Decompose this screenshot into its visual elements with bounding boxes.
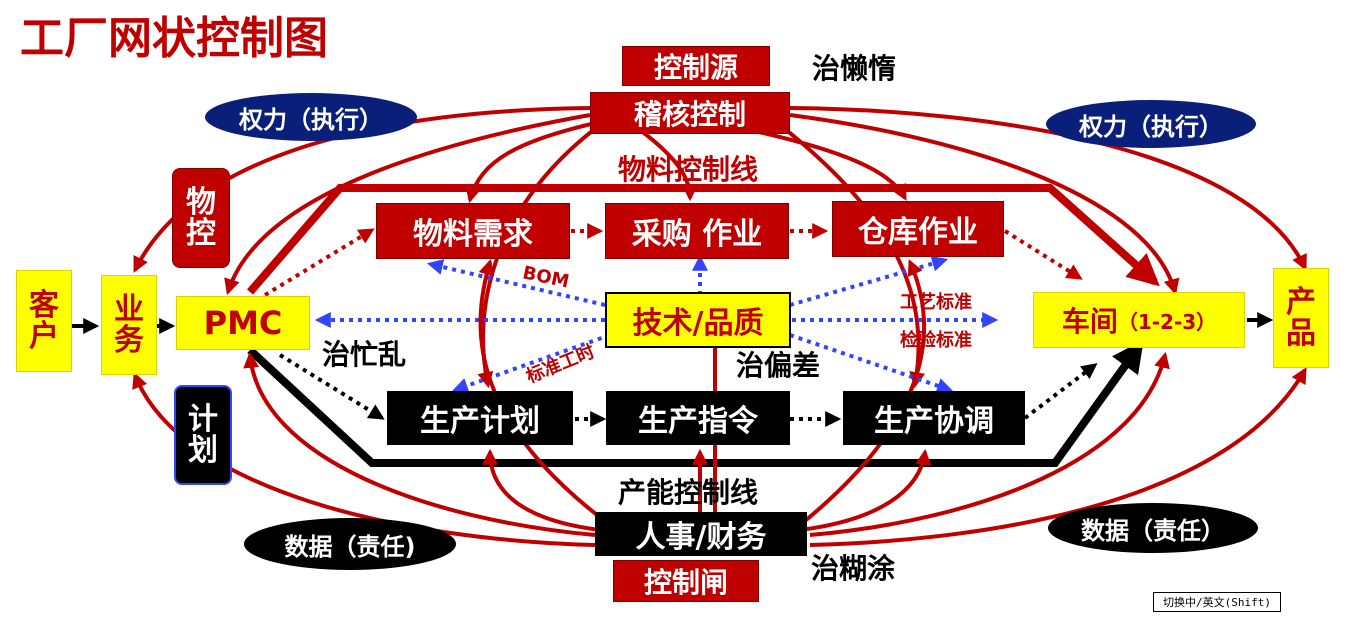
side-arrows: [72, 312, 1274, 334]
tech-quality-box: 技术/品质: [605, 292, 791, 348]
material-flow-dotted: [263, 223, 1083, 297]
data-right-ellipse: 数据（责任）: [1048, 503, 1258, 553]
purchasing-box: 采购 作业: [605, 203, 789, 259]
production-plan-box: 生产计划: [387, 391, 573, 445]
hr-finance-box: 人事/财务: [595, 512, 807, 556]
ime-hint: 切换中/英文(Shift): [1153, 592, 1281, 612]
capacity-control-line-label: 产能控制线: [617, 476, 758, 509]
material-control-tab: 物控: [172, 168, 230, 268]
tech-quality-links: [314, 254, 999, 394]
plan-tab: 计划: [174, 385, 232, 485]
audit-control-box: 稽核控制: [590, 92, 790, 134]
cure-confusion-label: 治糊涂: [810, 552, 895, 585]
sales-box: 业务: [101, 275, 157, 375]
control-gate-label: 控制闸: [613, 560, 759, 602]
product-box: 产品: [1273, 268, 1329, 368]
production-coordination-box: 生产协调: [843, 391, 1025, 445]
workshop-suffix: （1-2-3）: [1117, 309, 1217, 334]
inspection-standard-label: 检验标准: [900, 330, 972, 351]
customer-box: 客户: [16, 270, 72, 372]
power-left-ellipse: 权力（执行）: [205, 93, 417, 141]
cure-busy-chaos-label: 治忙乱: [321, 338, 406, 371]
control-source-label: 控制源: [622, 46, 770, 86]
power-right-ellipse: 权力（执行）: [1046, 100, 1256, 148]
material-control-line-label: 物料控制线: [617, 153, 758, 186]
material-demand-box: 物料需求: [376, 203, 570, 259]
process-standard-label: 工艺标准: [900, 292, 972, 313]
workshop-label: 车间: [1061, 305, 1118, 338]
cure-deviation-label: 治偏差: [735, 349, 820, 382]
data-left-ellipse: 数据（责任): [244, 518, 456, 570]
material-control-line: [246, 184, 1160, 295]
pmc-box: PMC: [176, 296, 310, 350]
production-order-box: 生产指令: [606, 391, 790, 445]
production-flow-dotted: [278, 353, 1098, 427]
warehouse-box: 仓库作业: [832, 201, 1004, 257]
page-title: 工厂网状控制图: [20, 13, 328, 64]
cure-laziness-label: 治懒惰: [811, 52, 896, 85]
workshop-box: 车间（1-2-3）: [1033, 292, 1245, 348]
